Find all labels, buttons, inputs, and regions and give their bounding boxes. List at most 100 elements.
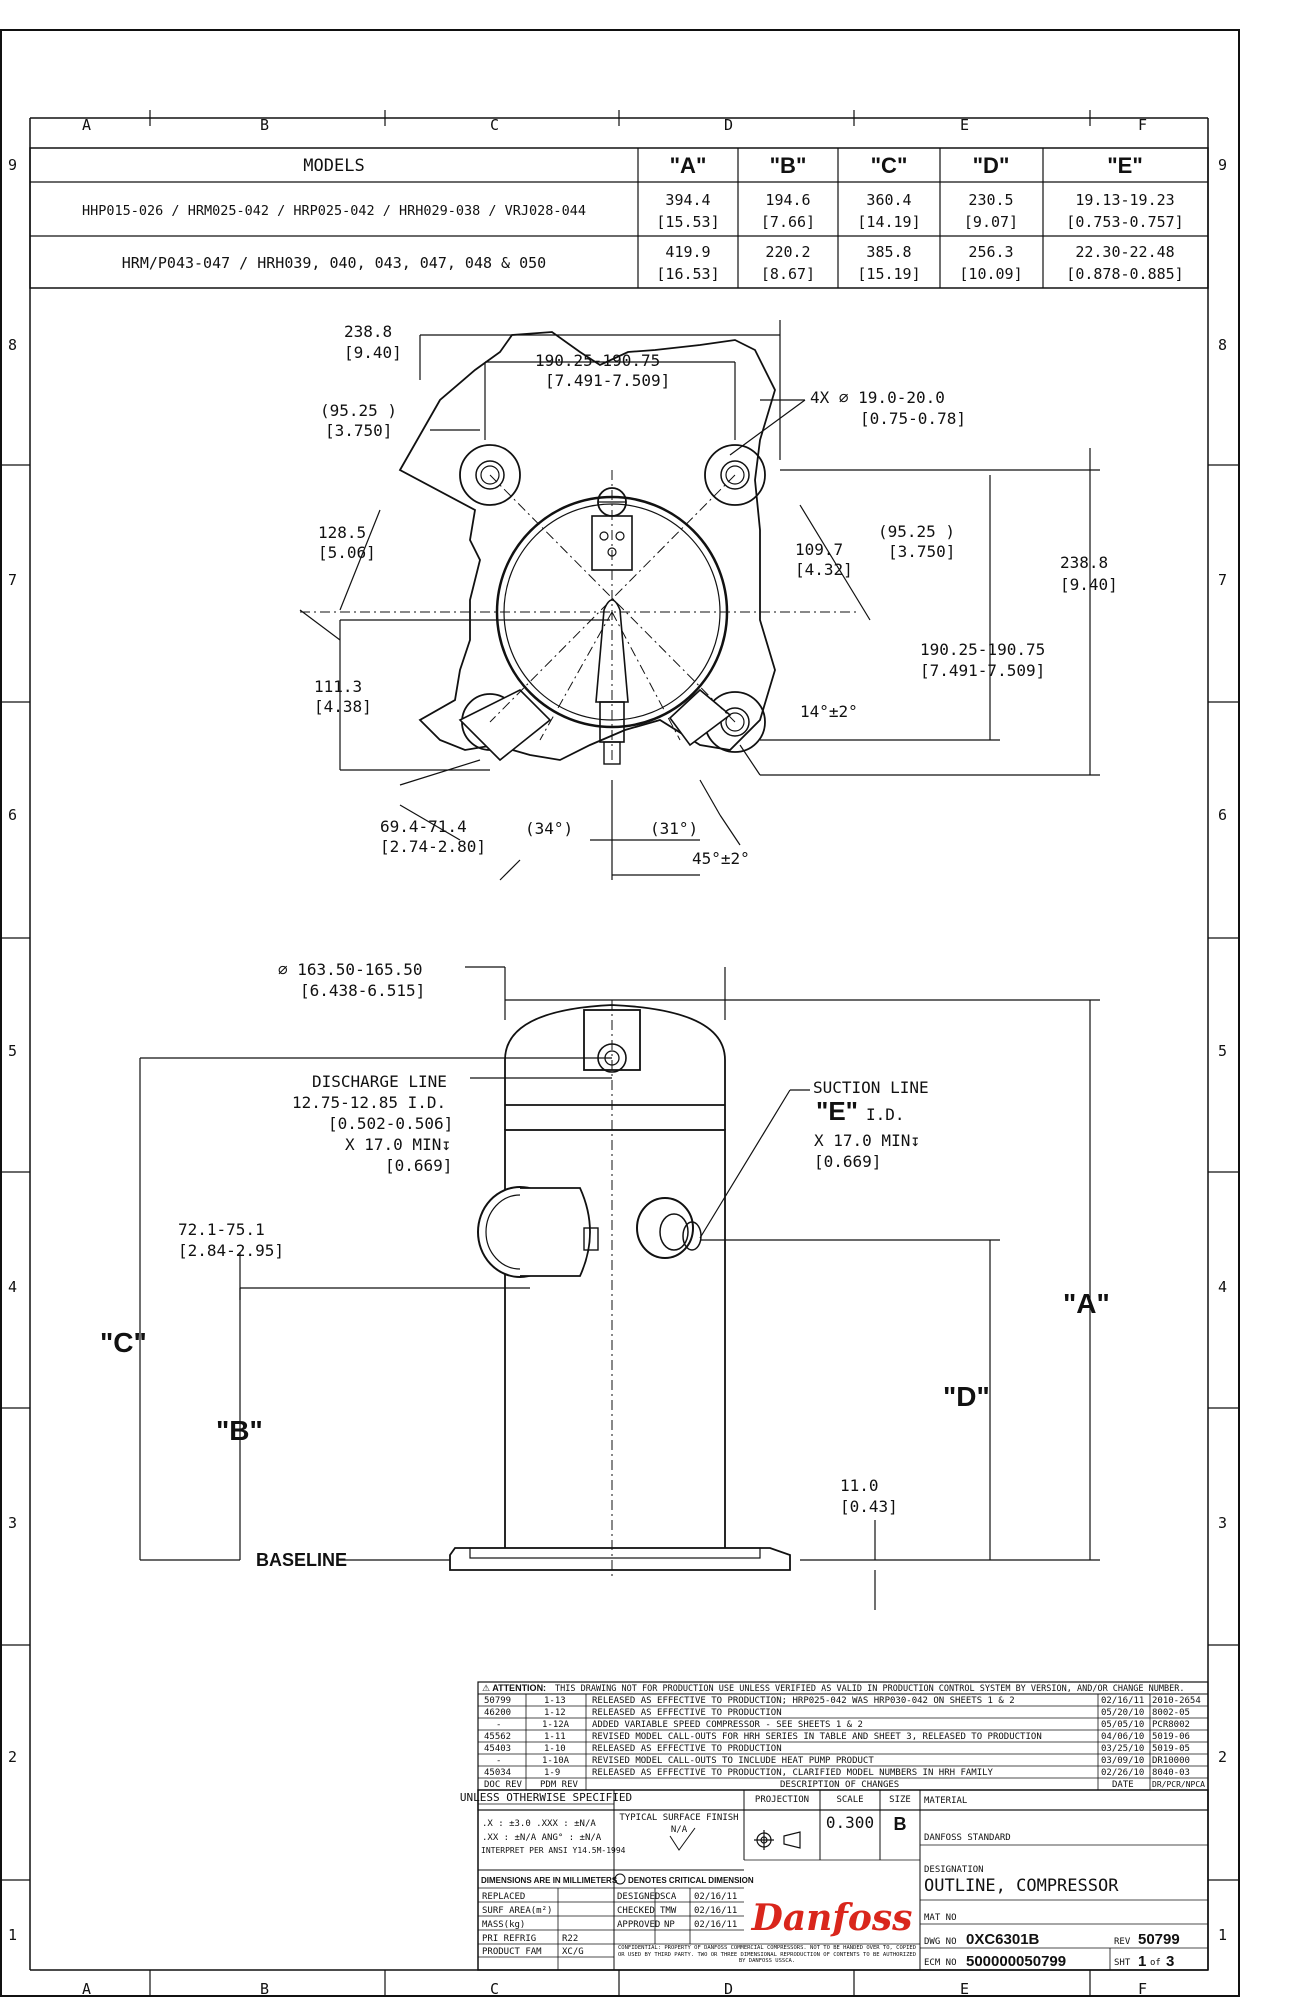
row-label: 6: [8, 806, 17, 824]
row-labels: 9 8 7 6 5 4 3 2 1 9 8 7 6 5 4 3 2 1: [8, 156, 1227, 1944]
col-label: B: [260, 116, 269, 134]
designed-date: 02/16/11: [694, 1892, 737, 1902]
dim-69: 69.4-71.4: [380, 817, 467, 836]
angle-31: (31°): [650, 819, 698, 838]
dim-111: 111.3: [314, 677, 362, 696]
revision-table: ⚠ ATTENTION: THIS DRAWING NOT FOR PRODUC…: [477, 1681, 1209, 1811]
rev-doc: 45562: [484, 1732, 511, 1742]
row-label: 6: [1218, 806, 1227, 824]
approved-date: 02/16/11: [694, 1920, 737, 1930]
critical-note: DENOTES CRITICAL DIMENSION: [628, 1876, 754, 1885]
suction-id: I.D.: [866, 1105, 905, 1124]
row2-e-in: [0.878-0.885]: [1066, 265, 1183, 283]
rev-doc: 46200: [484, 1708, 511, 1718]
rev-label: REV: [1114, 1937, 1131, 1947]
scale-label: SCALE: [836, 1795, 863, 1805]
rev-date: 03/25/10: [1101, 1744, 1144, 1754]
designation-value: OUTLINE, COMPRESSOR: [924, 1876, 1119, 1896]
rev-hdr-doc: DOC REV: [484, 1780, 523, 1790]
sheet-of: of: [1150, 1958, 1161, 1968]
dim-128: 128.5: [318, 523, 366, 542]
discharge-depth: X 17.0 MIN↧: [345, 1135, 451, 1154]
base-plate: [449, 1547, 791, 1571]
col-label: D: [724, 1980, 733, 1998]
rev-date: 03/09/10: [1101, 1756, 1144, 1766]
rev-desc: RELEASED AS EFFECTIVE TO PRODUCTION: [592, 1708, 782, 1718]
row1-d: 230.5: [968, 191, 1013, 209]
col-label: A: [82, 1980, 91, 1998]
dim-128-in: [5.06]: [318, 543, 376, 562]
row-label: 1: [1218, 1926, 1227, 1944]
size-label: SIZE: [889, 1795, 911, 1805]
col-c-header: "C": [871, 153, 908, 178]
tube-shape: [595, 599, 629, 703]
row2-d-in: [10.09]: [959, 265, 1022, 283]
top-view: [300, 331, 860, 765]
replaced-label: REPLACED: [482, 1892, 525, 1902]
refrigerant-label: PRI REFRIG: [482, 1934, 536, 1944]
col-e-header: "E": [1107, 153, 1143, 178]
sheet-label: SHT: [1114, 1958, 1131, 1968]
row-label: 2: [8, 1748, 17, 1766]
row2-a-in: [16.53]: [656, 265, 719, 283]
row-label: 5: [8, 1042, 17, 1060]
row1-b: 194.6: [765, 191, 810, 209]
side-view-dimensions: [139, 966, 1100, 1610]
col-label: D: [724, 116, 733, 134]
row-label: 2: [1218, 1748, 1227, 1766]
sheet-total: 3: [1166, 1953, 1174, 1970]
dwg-no-value: 0XC6301B: [966, 1931, 1040, 1948]
col-label: B: [260, 1980, 269, 1998]
rev-dr: 8002-05: [1152, 1708, 1190, 1718]
row-label: 4: [1218, 1278, 1227, 1296]
col-label: F: [1138, 1980, 1147, 1998]
mounting-hole-tr: [704, 444, 766, 506]
models-table: MODELS "A" "B" "C" "D" "E" HHP015-026 / …: [29, 147, 1209, 289]
dim-11: 11.0: [840, 1476, 879, 1495]
row1-e: 19.13-19.23: [1075, 191, 1174, 209]
tolerance-1: .X : ±3.0 .XXX : ±N/A: [482, 1819, 596, 1829]
angle-34: (34°): [525, 819, 573, 838]
dim-95-top: (95.25 ): [320, 401, 397, 420]
suction-depth: X 17.0 MIN↧: [814, 1131, 920, 1150]
projection-symbol-icon: [754, 1830, 801, 1850]
row-label: 1: [8, 1926, 17, 1944]
ecm-no-value: 500000050799: [966, 1953, 1066, 1970]
row1-a-in: [15.53]: [656, 213, 719, 231]
attention-text: THIS DRAWING NOT FOR PRODUCTION USE UNLE…: [555, 1684, 1184, 1694]
suction-fitting: [636, 1197, 694, 1259]
rev-desc: RELEASED AS EFFECTIVE TO PRODUCTION; HRP…: [592, 1696, 1015, 1706]
model-row-2: HRM/P043-047 / HRH039, 040, 043, 047, 04…: [122, 254, 546, 272]
dim-diameter: ⌀ 163.50-165.50: [278, 960, 423, 979]
side-view: [449, 1000, 791, 1580]
product-family-label: PRODUCT FAM: [482, 1947, 542, 1957]
dim-diameter-in: [6.438-6.515]: [300, 981, 425, 1000]
row1-a: 394.4: [665, 191, 710, 209]
dim-a-label: "A": [1063, 1288, 1110, 1319]
rev-desc: ADDED VARIABLE SPEED COMPRESSOR - SEE SH…: [592, 1720, 863, 1730]
attention-label: ⚠ ATTENTION:: [482, 1683, 546, 1693]
rev-hdr-dr: DR/PCR/NPCA: [1152, 1780, 1205, 1789]
product-family-value: XC/G: [562, 1947, 584, 1957]
rev-value: 50799: [1138, 1931, 1180, 1948]
row-label: 7: [1218, 571, 1227, 589]
suction-fitting-view-l: [458, 689, 552, 762]
ecm-no-label: ECM NO: [924, 1958, 957, 1968]
col-d-header: "D": [973, 153, 1010, 178]
row2-b: 220.2: [765, 243, 810, 261]
dim-238-right-in: [9.40]: [1060, 575, 1118, 594]
suction-fitting-view-r: [668, 688, 732, 747]
dim-c-label: "C": [100, 1327, 147, 1358]
col-label: E: [960, 1980, 969, 1998]
suction-label: SUCTION LINE: [813, 1078, 929, 1097]
rev-desc: REVISED MODEL CALL-OUTS FOR HRH SERIES I…: [592, 1732, 1042, 1742]
col-label: C: [490, 116, 499, 134]
rev-pdm: 1-13: [544, 1696, 566, 1706]
dim-238-left: 238.8: [344, 322, 392, 341]
rev-date: 05/20/10: [1101, 1708, 1144, 1718]
rev-hdr-date: DATE: [1112, 1780, 1134, 1790]
rev-date: 05/05/10: [1101, 1720, 1144, 1730]
col-label: E: [960, 116, 969, 134]
row2-b-in: [8.67]: [761, 265, 815, 283]
